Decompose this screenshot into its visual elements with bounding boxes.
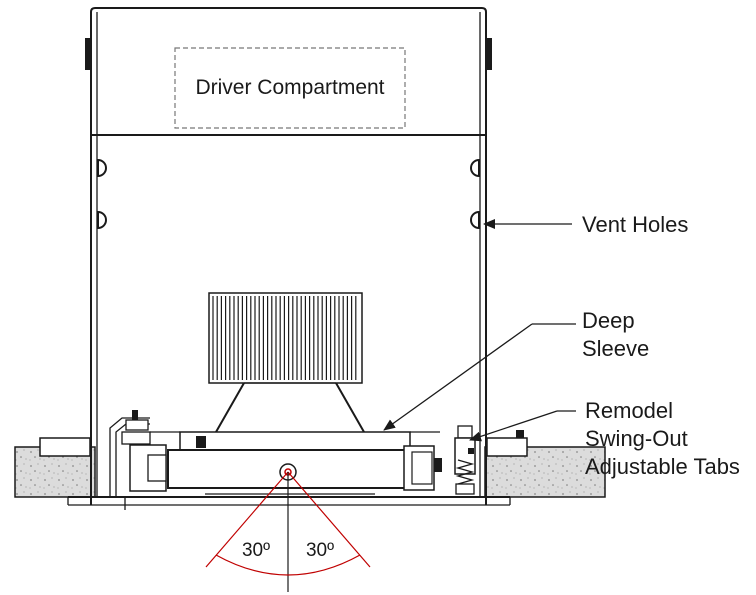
driver-compartment-label: Driver Compartment — [195, 76, 384, 99]
remodel-tabs-callout — [469, 410, 576, 442]
mounting-feet — [39, 430, 528, 457]
vent-holes — [97, 158, 480, 230]
housing — [85, 7, 492, 505]
beam-angle-lines — [205, 471, 371, 592]
trim-flange — [67, 496, 511, 506]
deep-sleeve-callout — [383, 323, 576, 431]
driver-compartment-box — [174, 47, 406, 129]
vent-holes-label: Vent Holes — [582, 212, 688, 237]
reflector-cone — [215, 382, 365, 433]
remodel-tabs-label-line1: Remodel — [585, 398, 673, 423]
deep-sleeve-label-line2: Sleeve — [582, 336, 649, 361]
left-bracket — [109, 410, 167, 510]
deep-sleeve — [150, 431, 440, 495]
angle-right-label: 30º — [306, 540, 334, 561]
heat-sink — [208, 292, 363, 384]
remodel-tabs-label-line2: Swing-Out — [585, 426, 688, 451]
deep-sleeve-label-line1: Deep — [582, 308, 635, 333]
angle-left-label: 30º — [242, 540, 270, 561]
right-swing-out-tab — [403, 425, 476, 495]
remodel-tabs-label-line3: Adjustable Tabs — [585, 454, 740, 479]
